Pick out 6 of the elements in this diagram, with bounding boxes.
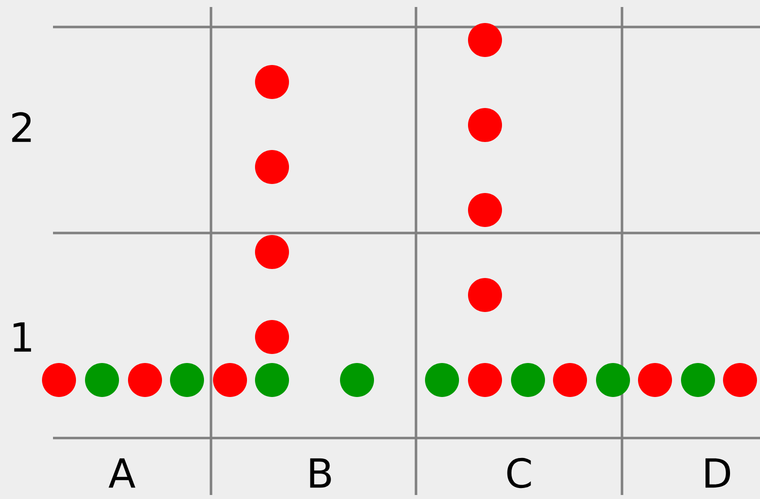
column-label: C: [507, 458, 531, 488]
row-label: 1: [14, 322, 32, 352]
column-label: D: [706, 458, 730, 488]
column-label: B: [310, 458, 331, 488]
row-label: 2: [12, 112, 31, 142]
column-label: A: [108, 458, 136, 488]
